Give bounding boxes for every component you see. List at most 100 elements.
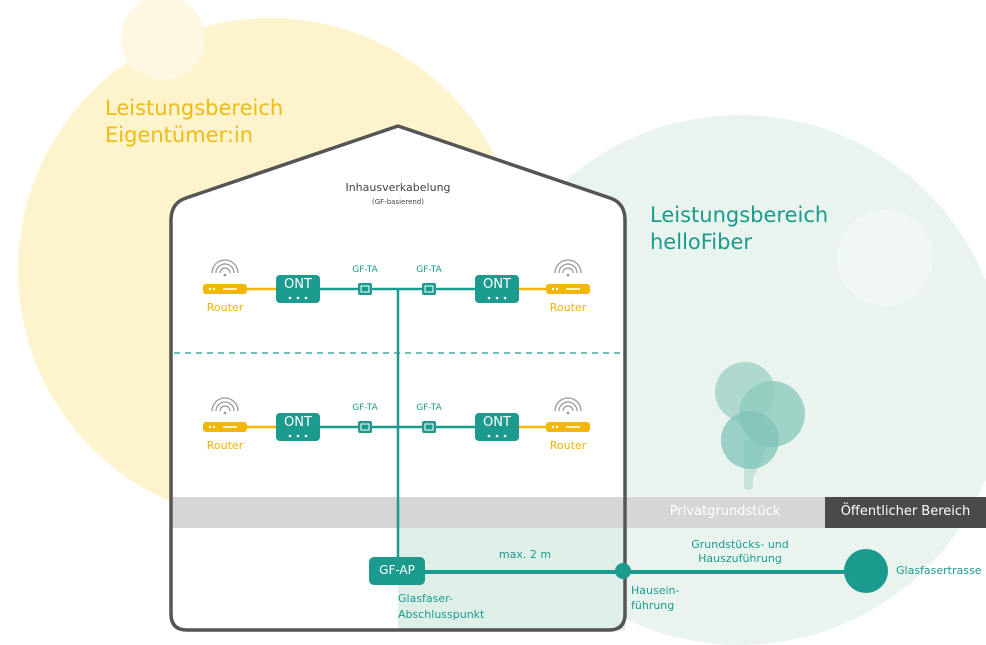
wifi-signal-icon — [215, 401, 235, 412]
ap-description-line2: Abschlusspunkt — [398, 608, 485, 621]
router-led — [551, 425, 555, 429]
wifi-signal-icon — [558, 263, 578, 274]
owner-zone-highlight — [121, 0, 205, 80]
house-outline — [169, 124, 627, 632]
router-led — [212, 425, 216, 429]
router-icon — [203, 397, 247, 432]
ground-strip — [171, 497, 825, 528]
ont-box — [475, 413, 519, 441]
ont-device — [475, 275, 519, 303]
router-icon — [546, 259, 590, 294]
fiber-zone-title-line1: Leistungsbereich — [650, 203, 829, 227]
router-led — [208, 425, 212, 429]
supply-label: Grundstücks- und Hauszuführung — [650, 538, 830, 566]
gf-ta-label: GF-TA — [352, 403, 378, 413]
wifi-dot — [566, 411, 570, 415]
ont-label: ONT — [483, 415, 511, 430]
wifi-dot — [223, 273, 227, 277]
house-entry-node — [615, 563, 631, 579]
gf-ta-box — [422, 421, 436, 433]
gf-ta-label: GF-TA — [416, 403, 442, 413]
gf-ta-socket — [358, 421, 372, 433]
wifi-signal-icon — [558, 401, 578, 412]
tree-graphic — [715, 362, 805, 490]
house-title: Inhausverkabelung — [345, 181, 451, 194]
ont-label: ONT — [284, 415, 312, 430]
router-label: Router — [549, 439, 587, 452]
wifi-signal-icon — [554, 397, 582, 412]
ont-device — [475, 413, 519, 441]
trunk-label: Glasfasertrasse — [896, 564, 982, 577]
gf-ap-box — [369, 557, 425, 585]
router-icon — [203, 259, 247, 294]
supply-label-line2: Hauszuführung — [698, 552, 782, 565]
gf-ta-socket — [422, 421, 436, 433]
ont-led — [495, 434, 499, 438]
gf-ta-label: GF-TA — [416, 265, 442, 275]
house-entry-label: Hausein- führung — [631, 583, 679, 613]
ont-led — [304, 434, 308, 438]
ont-led — [487, 296, 491, 300]
ap-description-line1: Glasfaser- — [398, 592, 453, 605]
router-icon — [546, 397, 590, 432]
floor-2 — [203, 397, 590, 441]
trunk-node — [844, 549, 888, 593]
wifi-signal-icon — [219, 405, 231, 412]
router-led — [208, 287, 212, 291]
owner-zone-title: Leistungsbereich Eigentümer:in — [105, 95, 283, 149]
router-label: Router — [206, 439, 244, 452]
gf-ta-port — [424, 285, 434, 293]
gf-ta-box — [422, 283, 436, 295]
distance-label: max. 2 m — [498, 548, 552, 561]
house-entry-label-line2: führung — [631, 599, 675, 612]
supply-label-line1: Grundstücks- und — [691, 538, 789, 551]
ont-led — [503, 434, 507, 438]
ont-led — [487, 434, 491, 438]
ont-led — [296, 296, 300, 300]
ont-led — [304, 296, 308, 300]
house-entry-label-line1: Hausein- — [631, 584, 680, 597]
ont-device — [276, 413, 320, 441]
gf-ap-label: GF-AP — [379, 563, 415, 577]
public-area-label: Öffentlicher Bereich — [840, 504, 971, 519]
ont-led — [495, 296, 499, 300]
fiber-zone-highlight — [837, 210, 933, 306]
floors-group — [203, 259, 590, 441]
basement-fiber-zone — [398, 528, 625, 630]
gf-ta-box — [358, 421, 372, 433]
owner-zone-title-line1: Leistungsbereich — [105, 96, 284, 120]
wifi-signal-icon — [215, 263, 235, 274]
gf-ta-socket — [358, 283, 372, 295]
floor-1 — [203, 259, 590, 303]
wifi-signal-icon — [562, 405, 574, 412]
owner-zone-title-line2: Eigentümer:in — [105, 123, 254, 147]
wifi-dot — [223, 411, 227, 415]
gf-ta-port — [424, 423, 434, 431]
wifi-signal-icon — [211, 397, 239, 412]
ont-box — [276, 413, 320, 441]
ont-led — [288, 296, 292, 300]
gf-ta-socket — [422, 283, 436, 295]
wifi-signal-icon — [219, 267, 231, 274]
house-subtitle: (GF-basierend) — [372, 198, 424, 206]
wifi-dot — [566, 273, 570, 277]
gf-ta-port — [360, 423, 370, 431]
gf-ta-label: GF-TA — [352, 265, 378, 275]
gf-ta-port — [360, 285, 370, 293]
router-label: Router — [206, 301, 244, 314]
ont-led — [288, 434, 292, 438]
ont-label: ONT — [483, 277, 511, 292]
ont-box — [475, 275, 519, 303]
wifi-signal-icon — [554, 259, 582, 274]
private-property-label: Privatgrundstück — [669, 504, 781, 519]
fiber-zone-title-line2: helloFiber — [650, 230, 753, 254]
router-led — [555, 425, 559, 429]
ap-description: Glasfaser- Abschlusspunkt — [398, 591, 484, 623]
public-strip — [825, 497, 986, 528]
ont-box — [276, 275, 320, 303]
ont-label: ONT — [284, 277, 312, 292]
router-label: Router — [549, 301, 587, 314]
router-led — [551, 287, 555, 291]
